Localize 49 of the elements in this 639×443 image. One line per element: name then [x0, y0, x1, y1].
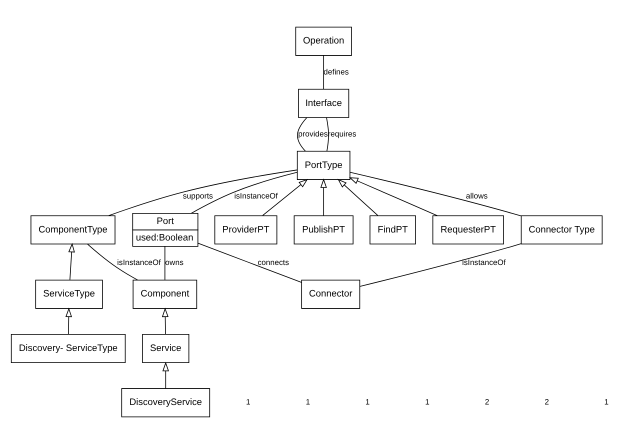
node-box: Operation [295, 26, 352, 56]
arrow [162, 361, 169, 388]
arrow [348, 176, 438, 216]
node-box: Discovery- ServiceType [10, 333, 126, 363]
node-box: ComponentType [30, 214, 116, 244]
node-box: Connector [301, 279, 360, 308]
label: 1 [365, 397, 370, 406]
connector [108, 169, 298, 216]
connector [350, 171, 522, 216]
edge-label: connects [258, 258, 290, 267]
edge-label: isInstanceOf [117, 258, 161, 267]
arrow [262, 178, 308, 216]
connector [197, 242, 302, 282]
label: 1 [604, 397, 609, 406]
node-box: Service [142, 333, 190, 363]
label: 2 [484, 397, 490, 406]
connector [297, 116, 308, 152]
edge-label: isInstanceOf [234, 190, 278, 200]
edge-label: isInstanceOf [462, 258, 506, 267]
node-box: RequesterPT [432, 214, 504, 244]
edge-label: provides [298, 128, 328, 138]
edge-label: owns [165, 258, 184, 267]
label: 1 [425, 397, 430, 406]
node-box: Interface [298, 88, 350, 118]
node-box: PortType [296, 150, 350, 180]
connector [326, 116, 329, 152]
connector [87, 243, 138, 280]
connector [190, 171, 298, 214]
arrow [337, 178, 378, 216]
edge-label: allows [466, 190, 488, 200]
arrow [65, 307, 72, 334]
connector [164, 246, 166, 280]
label: 1 [306, 397, 310, 406]
node-box: Connector Type [520, 214, 603, 244]
edge-label: supports [182, 190, 213, 200]
node-box: ServiceType [35, 279, 103, 308]
node-box: ProviderPT [214, 214, 278, 244]
node-box: DiscoveryService [121, 388, 210, 417]
arrow [162, 307, 169, 334]
arrow [68, 242, 75, 280]
node-box: PublishPT [294, 214, 354, 244]
label: 2 [544, 397, 549, 406]
node-box: Component [132, 279, 198, 308]
arrow [320, 178, 327, 216]
node-box: FindPT [370, 214, 416, 244]
connector [360, 242, 522, 286]
edge-label: defines [324, 66, 349, 76]
connector [323, 54, 324, 90]
label: 1 [246, 397, 250, 406]
